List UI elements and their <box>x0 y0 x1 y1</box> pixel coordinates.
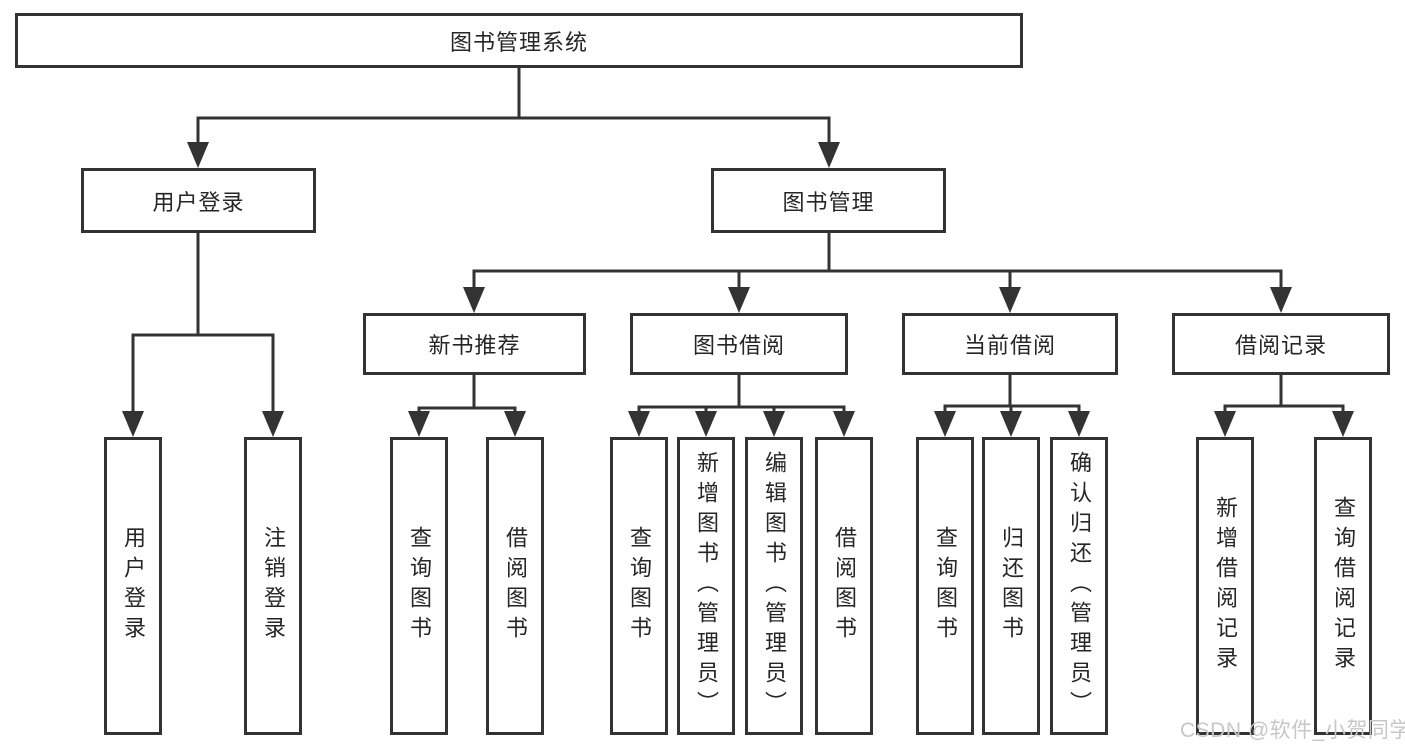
leaf-query-books-current: 查询图书 <box>916 437 974 735</box>
node-label: 查询借阅记录 <box>1331 496 1356 676</box>
node-label: 新书推荐 <box>428 333 521 358</box>
leaf-borrow-books-recommend: 借阅图书 <box>486 437 544 735</box>
node-label: 借阅记录 <box>1234 333 1327 358</box>
leaf-return-books: 归还图书 <box>982 437 1040 735</box>
node-label: 当前借阅 <box>963 333 1056 358</box>
node-label: 图书管理系统 <box>449 29 588 55</box>
leaf-query-books: 查询图书 <box>610 437 668 735</box>
node-label: 借阅图书 <box>832 526 857 646</box>
node-label: 新增图书（管理员） <box>694 451 719 721</box>
leaf-query-books-recommend: 查询图书 <box>390 437 448 735</box>
node-label: 图书借阅 <box>692 333 785 358</box>
leaf-borrow-books: 借阅图书 <box>815 437 873 735</box>
leaf-user-login: 用户登录 <box>104 437 162 735</box>
node-library-management-system: 图书管理系统 <box>15 13 1023 68</box>
node-label: 确认归还（管理员） <box>1067 451 1092 721</box>
leaf-edit-books-admin: 编辑图书（管理员） <box>745 437 803 735</box>
node-label: 借阅图书 <box>503 526 528 646</box>
node-label: 查询图书 <box>933 526 958 646</box>
node-label: 用户登录 <box>121 526 146 646</box>
node-label: 查询图书 <box>407 526 432 646</box>
leaf-query-borrow-record: 查询借阅记录 <box>1314 437 1372 735</box>
node-label: 新增借阅记录 <box>1213 496 1238 676</box>
node-current-borrow: 当前借阅 <box>902 313 1118 375</box>
leaf-logout: 注销登录 <box>244 437 302 735</box>
leaf-add-books-admin: 新增图书（管理员） <box>677 437 735 735</box>
node-label: 图书管理 <box>782 189 875 215</box>
csdn-watermark: CSDN @软件_小贺同学 <box>1180 719 1405 742</box>
node-label: 查询图书 <box>627 526 652 646</box>
arrowheads <box>122 142 1354 437</box>
node-book-borrow: 图书借阅 <box>630 313 848 375</box>
node-borrow-records: 借阅记录 <box>1172 313 1390 375</box>
node-book-management: 图书管理 <box>711 168 946 233</box>
node-label: 注销登录 <box>261 526 286 646</box>
leaf-confirm-return-admin: 确认归还（管理员） <box>1050 437 1108 735</box>
node-new-book-recommend: 新书推荐 <box>363 313 586 375</box>
node-user-login: 用户登录 <box>81 168 316 233</box>
node-label: 编辑图书（管理员） <box>762 451 787 721</box>
node-label: 归还图书 <box>999 526 1024 646</box>
leaf-add-borrow-record: 新增借阅记录 <box>1196 437 1254 735</box>
node-label: 用户登录 <box>152 189 245 215</box>
